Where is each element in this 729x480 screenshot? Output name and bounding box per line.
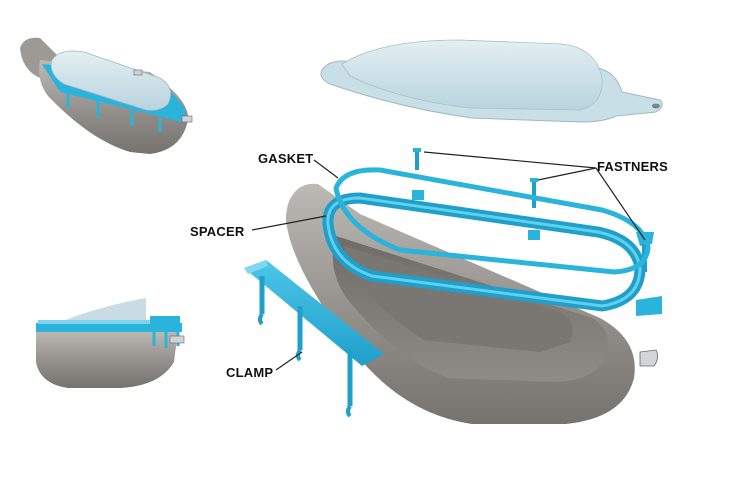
leader-lines (251, 151, 646, 371)
housing (286, 183, 658, 424)
spacer (322, 192, 662, 316)
gasket-label: GASKET (258, 151, 314, 166)
assembled-view-side (36, 298, 185, 388)
spacer-label: SPACER (190, 224, 245, 239)
fastener-1 (413, 148, 421, 170)
fastners-leader-line-2 (537, 167, 597, 181)
clamp-leader-line (275, 351, 303, 371)
lid-cover (320, 39, 663, 123)
gasket (333, 167, 651, 275)
fastners-leader-line-1 (423, 151, 597, 169)
fastener-2 (530, 178, 538, 208)
assembled-view-isometric (20, 37, 193, 154)
fastners-leader-line-3 (595, 167, 646, 241)
fastners-label: FASTNERS (597, 159, 668, 174)
spacer-leader-line (251, 215, 327, 231)
clamp-label: CLAMP (226, 365, 274, 380)
clamp (244, 260, 384, 418)
gasket-leader-line (313, 159, 339, 179)
